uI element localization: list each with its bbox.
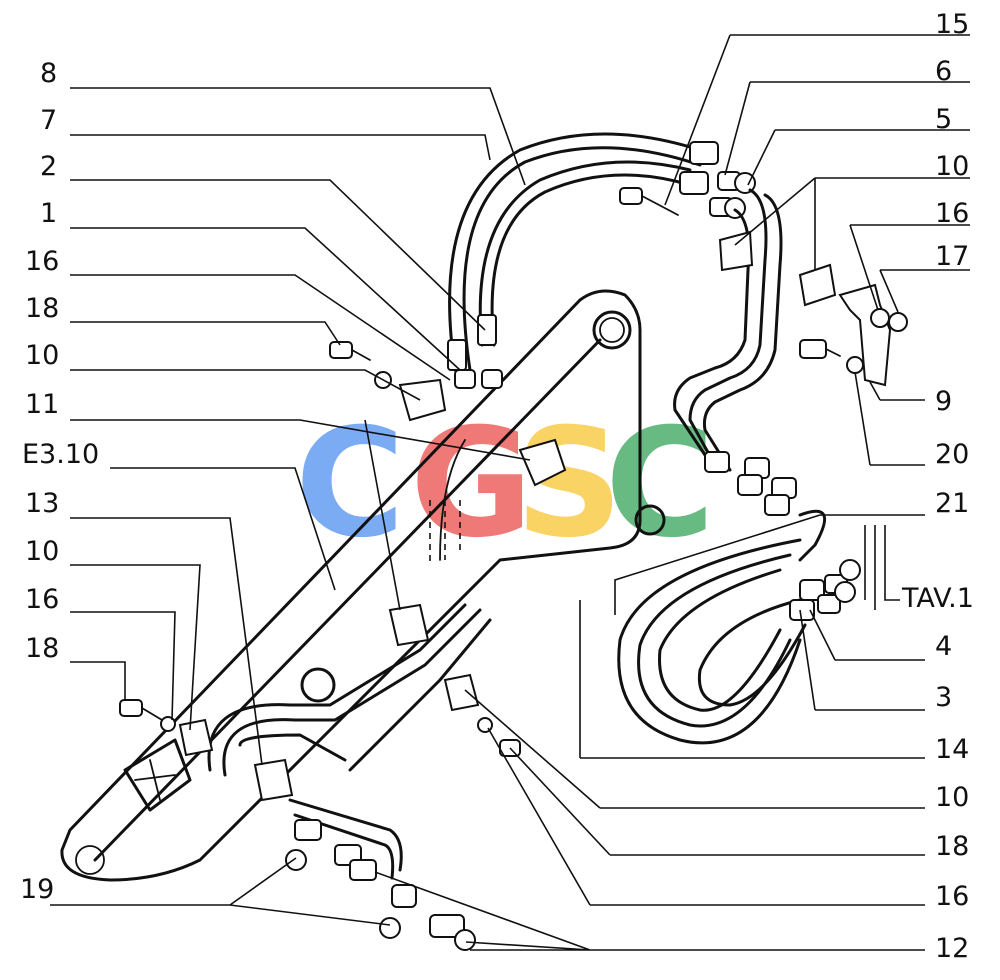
rigid-pipes-right xyxy=(673,188,826,562)
watermark-letter-s: S xyxy=(515,397,623,571)
watermark-letter-g: G xyxy=(410,397,533,571)
label-16-mid: 16 xyxy=(25,584,59,615)
label-6: 6 xyxy=(935,56,952,87)
label-16-top: 16 xyxy=(25,246,59,277)
cgsc-watermark: C G S C xyxy=(295,397,715,571)
label-2: 2 xyxy=(40,151,57,182)
label-e3-10: E3.10 xyxy=(22,439,99,470)
label-18-bottom: 18 xyxy=(935,831,969,862)
upper-hoses xyxy=(429,132,756,565)
label-5: 5 xyxy=(935,104,952,135)
hose-loops xyxy=(617,538,861,745)
label-17: 17 xyxy=(935,241,969,272)
label-3: 3 xyxy=(935,682,952,713)
label-1: 1 xyxy=(40,198,57,229)
labels-left: 8 7 2 1 16 18 10 11 E3.10 13 10 16 18 19 xyxy=(20,58,99,905)
label-19: 19 xyxy=(20,874,54,905)
label-18-mid: 18 xyxy=(25,633,59,664)
label-21: 21 xyxy=(935,488,969,519)
label-8: 8 xyxy=(40,58,57,89)
label-12: 12 xyxy=(935,933,969,964)
label-18-top: 18 xyxy=(25,293,59,324)
label-9: 9 xyxy=(935,386,952,417)
label-15: 15 xyxy=(935,9,969,40)
label-16-right: 16 xyxy=(935,198,969,229)
label-tav-1: TAV.1 xyxy=(901,583,974,614)
label-10-right: 10 xyxy=(935,151,969,182)
label-7: 7 xyxy=(40,105,57,136)
label-10-top: 10 xyxy=(25,340,59,371)
label-10-mid: 10 xyxy=(25,536,59,567)
label-10-bottom: 10 xyxy=(935,782,969,813)
leader-lines xyxy=(50,34,970,951)
label-4: 4 xyxy=(935,631,952,662)
label-11: 11 xyxy=(25,389,59,420)
label-13: 13 xyxy=(25,488,59,519)
labels-right: 15 6 5 10 16 17 9 20 21 TAV.1 4 3 14 10 … xyxy=(901,9,974,964)
watermark-letter-c2: C xyxy=(605,397,715,571)
label-16-bottom: 16 xyxy=(935,881,969,912)
label-14: 14 xyxy=(935,734,969,765)
boom-arm xyxy=(60,289,666,882)
label-20: 20 xyxy=(935,439,969,470)
